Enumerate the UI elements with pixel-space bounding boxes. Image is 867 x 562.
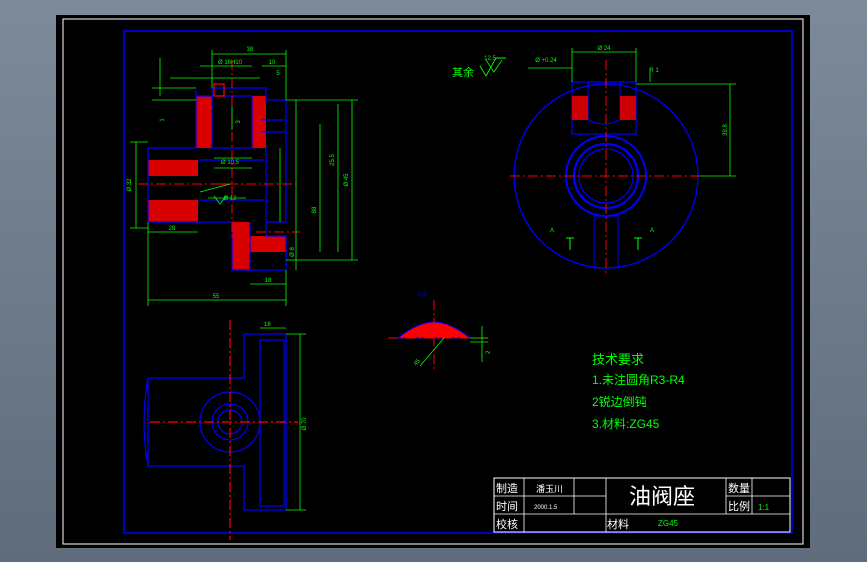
maker-name: 潘玉川 [536,483,563,494]
section-aa: A-A 45 2 [388,292,492,370]
dim-l88: 88 [312,206,318,213]
surface-note-text: 其余 [452,65,474,79]
dim-d105: Ø 10.5 [221,160,240,166]
front-section-view [147,83,287,271]
roughness-symbol [479,57,506,77]
part-name: 油阀座 [629,484,695,509]
material-value: ZG45 [658,519,679,528]
dim-l55: 55 [213,294,220,300]
plan-dimension-text: Ø 24 Ø +0.24 39.8 R 1 A A [535,46,729,234]
section-mark-left: A [550,228,554,234]
tech-item-2: 2锐边倒钝 [592,395,647,409]
label-qty: 数量 [728,482,750,495]
bottom-view [143,320,306,540]
label-check: 校核 [496,517,518,531]
dim-w10: 10 [269,60,276,66]
drawing-date: 2000.1.5 [534,505,558,511]
dim-d5: 5 [276,71,280,77]
outer-frame [62,18,804,545]
front-centerlines [138,60,300,240]
technical-requirements: 技术要求 1.未注圆角R3-R4 2锐边倒钝 3.材料:ZG45 [592,352,685,431]
plan-dim-tol: Ø +0.24 [535,58,557,64]
dim-r255: 25.5 [330,154,336,166]
plan-dim-r: R 1 [649,68,659,74]
plan-dim-h: 39.8 [723,124,729,136]
dim-hole-dia: Ø 16H10 [218,60,243,66]
label-time: 时间 [496,500,518,513]
dim-d8: Ø 8 [290,247,296,257]
section-dim-45: 45 [413,358,422,367]
plan-dim-d24: Ø 24 [597,46,611,52]
label-scale: 比例 [728,499,750,513]
inner-frame [123,30,793,534]
dim-d45: Ø 45 [344,173,350,187]
scale-value: 1:1 [758,503,770,512]
label-material: 材料 [607,517,629,531]
dim-top-width: 38 [247,47,254,53]
section-mark-right: A [650,228,654,234]
bottom-dim-d70: Ø 70 [302,417,308,431]
surface-note: 其余 12.5 [452,56,506,79]
section-aa-label: A-A [417,292,427,298]
dim-l18: 18 [265,278,272,284]
dim-d12: Ø 12 [223,196,237,202]
dim-h3: 3 [236,120,242,124]
front-dimension-lines [130,50,503,306]
drawing-sheet [56,15,810,548]
dim-l28: 28 [169,226,176,232]
dim-h1: 1 [160,118,166,122]
tech-item-3: 3.材料:ZG45 [592,417,660,431]
roughness-value: 12.5 [484,56,496,62]
section-dim-2: 2 [486,350,492,354]
front-dimension-text: 38 Ø 16H10 10 5 Ø 10.5 Ø 12 28 55 18 Ø 3… [127,47,350,300]
dim-d32: Ø 32 [127,178,133,192]
bottom-dim-l16: 16 [264,322,271,328]
hatch-regions [148,96,286,270]
tech-item-1: 1.未注圆角R3-R4 [592,372,685,387]
tech-title: 技术要求 [592,352,644,367]
plan-view [510,48,736,276]
label-made: 制造 [496,481,518,495]
title-block: 制造 时间 校核 材料 数量 比例 潘玉川 2000.1.5 油阀座 1:1 Z… [493,477,791,533]
